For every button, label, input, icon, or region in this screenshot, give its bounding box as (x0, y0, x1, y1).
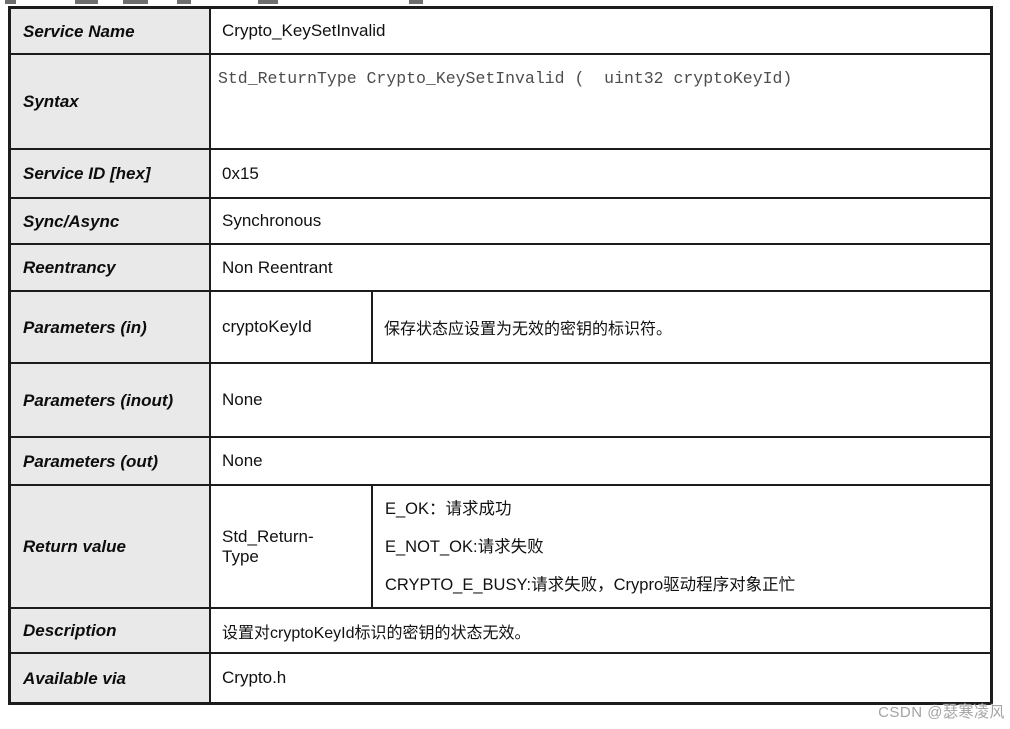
code-line: ) (782, 69, 793, 88)
service-id-value: 0x15 (222, 163, 259, 183)
row-label: Parameters (out) (11, 438, 211, 484)
row-label: Available via (11, 654, 211, 702)
table-row-parameters-out: Parameters (out) None (11, 438, 990, 486)
table-row-parameters-in: Parameters (in) cryptoKeyId 保存状态应设置为无效的密… (11, 292, 990, 364)
service-spec-table: Service Name Crypto_KeySetInvalid Syntax… (8, 6, 993, 705)
syntax-code-block: Std_ReturnType Crypto_KeySetInvalid ( ui… (211, 55, 990, 148)
return-line-enotok: E_NOT_OK:请求失败 (385, 537, 544, 556)
description-value: 设置对cryptoKeyId标识的密钥的状态无效。 (222, 624, 531, 642)
table-row-return-value: Return value Std_Return- Type E_OK：请求成功 … (11, 486, 990, 609)
return-type-name: Std_Return- Type (211, 486, 373, 607)
row-label: Service ID [hex] (11, 150, 211, 197)
return-line-eok: E_OK：请求成功 (385, 499, 512, 518)
code-line: uint32 cryptoKeyId (584, 69, 783, 88)
param-name: cryptoKeyId (211, 292, 373, 362)
row-label: Sync/Async (11, 199, 211, 243)
table-row-reentrancy: Reentrancy Non Reentrant (11, 245, 990, 292)
table-row-available-via: Available via Crypto.h (11, 654, 990, 702)
table-row-parameters-inout: Parameters (inout) None (11, 364, 990, 438)
row-label: Return value (11, 486, 211, 607)
table-row-sync-async: Sync/Async Synchronous (11, 199, 990, 245)
param-description: 保存状态应设置为无效的密钥的标识符。 (384, 321, 673, 338)
csdn-watermark: CSDN @瑟寒凌风 (878, 704, 1005, 721)
row-label: Syntax (11, 55, 211, 148)
return-value-descriptions: E_OK：请求成功 E_NOT_OK:请求失败 CRYPTO_E_BUSY:请求… (373, 486, 990, 607)
sync-async-value: Synchronous (222, 211, 322, 230)
row-label: Parameters (in) (11, 292, 211, 362)
table-row-description: Description 设置对cryptoKeyId标识的密钥的状态无效。 (11, 609, 990, 654)
table-row-syntax: Syntax Std_ReturnType Crypto_KeySetInval… (11, 55, 990, 150)
row-label: Service Name (11, 9, 211, 53)
parameters-out-value: None (222, 451, 263, 470)
service-name-value: Crypto_KeySetInvalid (222, 21, 386, 40)
code-line: Std_ReturnType Crypto_KeySetInvalid ( (218, 69, 585, 88)
row-label: Description (11, 609, 211, 652)
parameters-inout-value: None (222, 390, 263, 409)
return-line-ebusy: CRYPTO_E_BUSY:请求失败，Crypro驱动程序对象正忙 (385, 575, 796, 594)
table-row-service-name: Service Name Crypto_KeySetInvalid (11, 9, 990, 55)
clipped-text-artifact (0, 0, 1010, 5)
available-via-value: Crypto.h (222, 668, 287, 687)
row-label: Parameters (inout) (11, 364, 211, 436)
reentrancy-value: Non Reentrant (222, 257, 333, 277)
table-row-service-id: Service ID [hex] 0x15 (11, 150, 990, 199)
row-label: Reentrancy (11, 245, 211, 290)
